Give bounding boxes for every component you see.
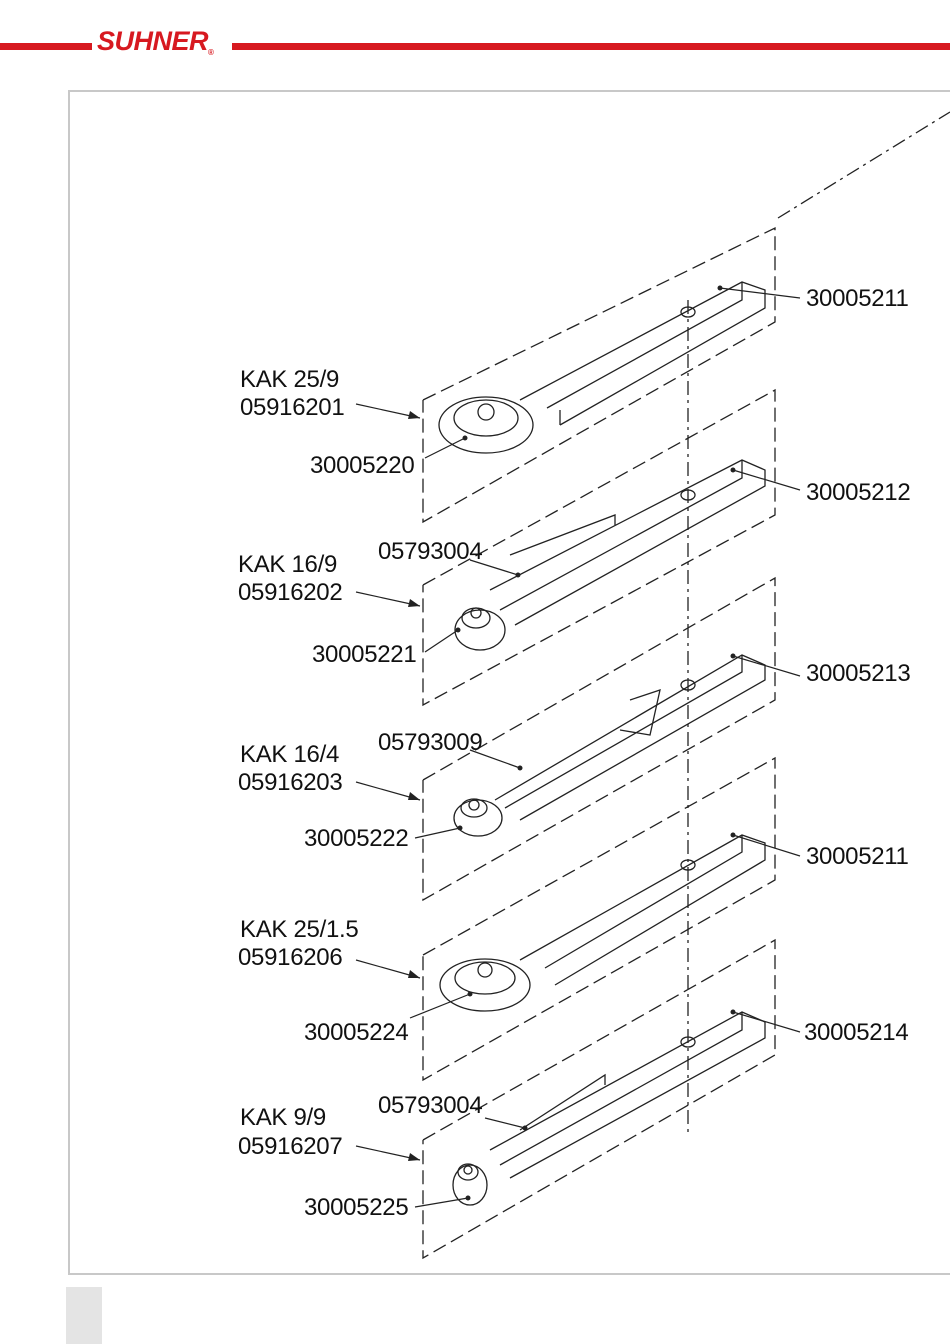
assembly-2-part <box>455 460 765 650</box>
leader-dots <box>456 286 736 1201</box>
assembly-1-arm-part: 30005211 <box>806 286 909 312</box>
axis-line <box>778 112 950 218</box>
assembly-3-arm-part: 30005213 <box>806 661 910 687</box>
assembly-4-number: 05916206 <box>238 945 342 971</box>
assembly-5-pin-part: 05793004 <box>378 1093 482 1119</box>
assembly-2-wheel-part: 30005221 <box>312 642 416 668</box>
assembly-2-arm-part: 30005212 <box>806 480 910 506</box>
assembly-1-wheel-part: 30005220 <box>310 453 414 479</box>
assembly-5-part <box>453 1012 765 1205</box>
assembly-2-number: 05916202 <box>238 580 342 606</box>
assembly-3-wheel-part: 30005222 <box>304 826 408 852</box>
page-footer-tab <box>66 1287 102 1344</box>
assembly-5-arm-part: 30005214 <box>804 1020 908 1046</box>
assembly-4-arm-part: 30005211 <box>806 844 909 870</box>
assembly-5-type: KAK 9/9 <box>240 1105 326 1131</box>
assembly-5-number: 05916207 <box>238 1134 342 1160</box>
assembly-1-outline <box>423 228 775 522</box>
assembly-1-type: KAK 25/9 <box>240 367 339 393</box>
assembly-3-type: KAK 16/4 <box>240 742 339 768</box>
assembly-1-part <box>439 282 765 453</box>
assembly-4-wheel-part: 30005224 <box>304 1020 408 1046</box>
assembly-3-part <box>454 655 765 836</box>
assembly-3-number: 05916203 <box>238 770 342 796</box>
leader-arrows <box>408 411 420 1161</box>
assembly-2-pin-part: 05793004 <box>378 539 482 565</box>
assembly-5-wheel-part: 30005225 <box>304 1195 408 1221</box>
assembly-4-part <box>440 835 765 1011</box>
assembly-2-type: KAK 16/9 <box>238 552 337 578</box>
assembly-3-pin-part: 05793009 <box>378 730 482 756</box>
assembly-4-type: KAK 25/1.5 <box>240 917 358 943</box>
assembly-1-number: 05916201 <box>240 395 344 421</box>
